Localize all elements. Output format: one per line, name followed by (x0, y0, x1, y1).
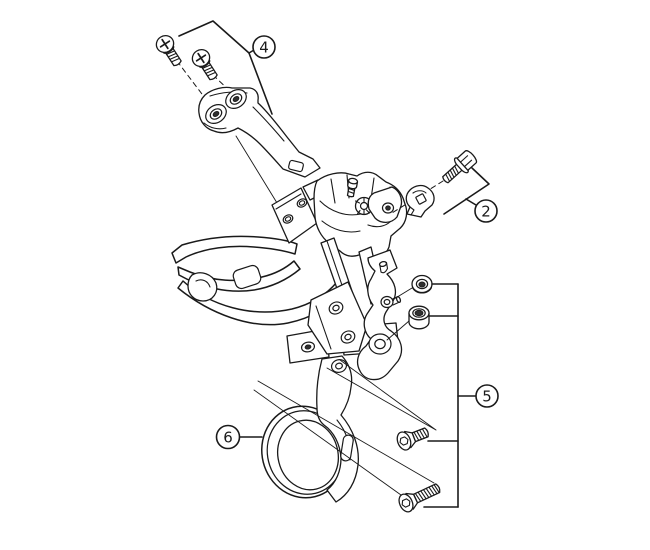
bracket-top-pin (378, 260, 389, 274)
callout-2: 2 (474, 199, 498, 223)
backup-plate (198, 86, 321, 178)
callout-6-circle (215, 424, 241, 450)
backup-plate-outline (198, 86, 321, 178)
screw-a-phillips-icon (159, 38, 171, 50)
callout-4-label: 4 (259, 39, 269, 57)
inner-link-plate-edge (315, 305, 332, 350)
clamp-washer-square-hole (415, 193, 427, 205)
cage-pivot-detail (195, 279, 211, 288)
clamp-screw-b (191, 48, 218, 81)
callout-2-bracket-line (443, 167, 490, 215)
screw-b-thread-lines (202, 64, 217, 77)
screw-short-hex-socket-icon (399, 436, 409, 446)
inner-link-hole-lower (340, 330, 356, 344)
callout-2-circle (474, 199, 498, 223)
chain-guard-callout-group: 6 (215, 424, 263, 450)
callout-5-label: 5 (482, 388, 492, 406)
bracket-upper-boss (380, 295, 402, 309)
tension-screw (346, 177, 359, 198)
inner-link-plate (307, 281, 368, 355)
clamp-plate-hole-upper (296, 198, 308, 208)
clamp-plate-hole-lower (282, 214, 294, 224)
flange-washer (411, 274, 433, 294)
guard-arm (316, 355, 359, 503)
cable-fixing-bolt (442, 150, 478, 184)
tension-screw-head-top (347, 177, 359, 185)
nut-leader-line (386, 320, 410, 341)
cage-window (232, 264, 262, 290)
guard-plate-left-hole (300, 341, 316, 353)
backup-plate-foot-slot (288, 159, 304, 173)
anchor-arm-hole (385, 205, 391, 211)
guard-ring-opening (277, 419, 339, 491)
screw-a-thread-lines (166, 50, 181, 63)
callout-2-connector (465, 198, 477, 206)
callout-4: 4 (252, 35, 276, 59)
cable-anchor-arm (367, 186, 403, 224)
guard-fixing-screw-short (396, 427, 429, 451)
bracket-lower-ring (368, 333, 392, 355)
chain-guard (261, 355, 359, 503)
guard-fixing-screw-long (398, 483, 441, 513)
clamp-screw-a (155, 34, 182, 67)
screw-long-hex-socket-icon (401, 498, 411, 508)
bolt-hex-facets (459, 155, 473, 168)
front-derailleur (171, 171, 408, 326)
cage-outer-plate (171, 235, 298, 264)
stopper-nut (408, 305, 430, 330)
bolt-hex-head (456, 150, 478, 171)
nut-threaded-hole (414, 309, 424, 317)
screw-b-phillips-icon (195, 52, 207, 64)
screw-long-threads (414, 484, 440, 502)
callout-5-circle (475, 384, 499, 408)
screw-a-collar (163, 45, 175, 54)
clamp-plate-edge (275, 193, 302, 210)
clamp-washer-rim (409, 190, 427, 216)
callout-5: 5 (475, 384, 499, 408)
washer-leader-line (393, 287, 413, 300)
screw-short-head (396, 431, 412, 451)
washer-thickness (411, 286, 433, 294)
callout-2-label: 2 (481, 203, 491, 221)
callout-4-circle (252, 35, 276, 59)
backup-plate-hole-right (225, 89, 247, 109)
mounting-bracket (356, 249, 403, 381)
callout-6: 6 (215, 424, 241, 450)
callout-4-bracket-line (178, 20, 273, 115)
screw-b-collar (199, 59, 211, 68)
screw-a-alignment-line (176, 60, 215, 111)
tension-screw-threads (347, 187, 355, 194)
callout-6-label: 6 (223, 429, 233, 447)
cage-pivot-boss (187, 272, 218, 302)
inner-link-hole-upper (328, 301, 344, 315)
screw-upper-leader-v (326, 359, 437, 431)
clamp-bolt-group: 4 (155, 20, 321, 217)
backup-plate-hole-left (205, 104, 227, 124)
cable-fixing-bolt-group: 2 (391, 150, 498, 223)
screw-b-alignment-line (212, 74, 235, 96)
screw-short-threads (413, 428, 428, 441)
washer-hole (418, 281, 426, 288)
cable-clamp-washer (405, 184, 435, 218)
mounting-hardware-group: 5 (253, 274, 499, 513)
screw-long-head (398, 493, 414, 513)
spring-disc-inner (359, 201, 369, 211)
screw-lower-leader-v (253, 380, 435, 501)
bolt-threads (445, 165, 460, 182)
